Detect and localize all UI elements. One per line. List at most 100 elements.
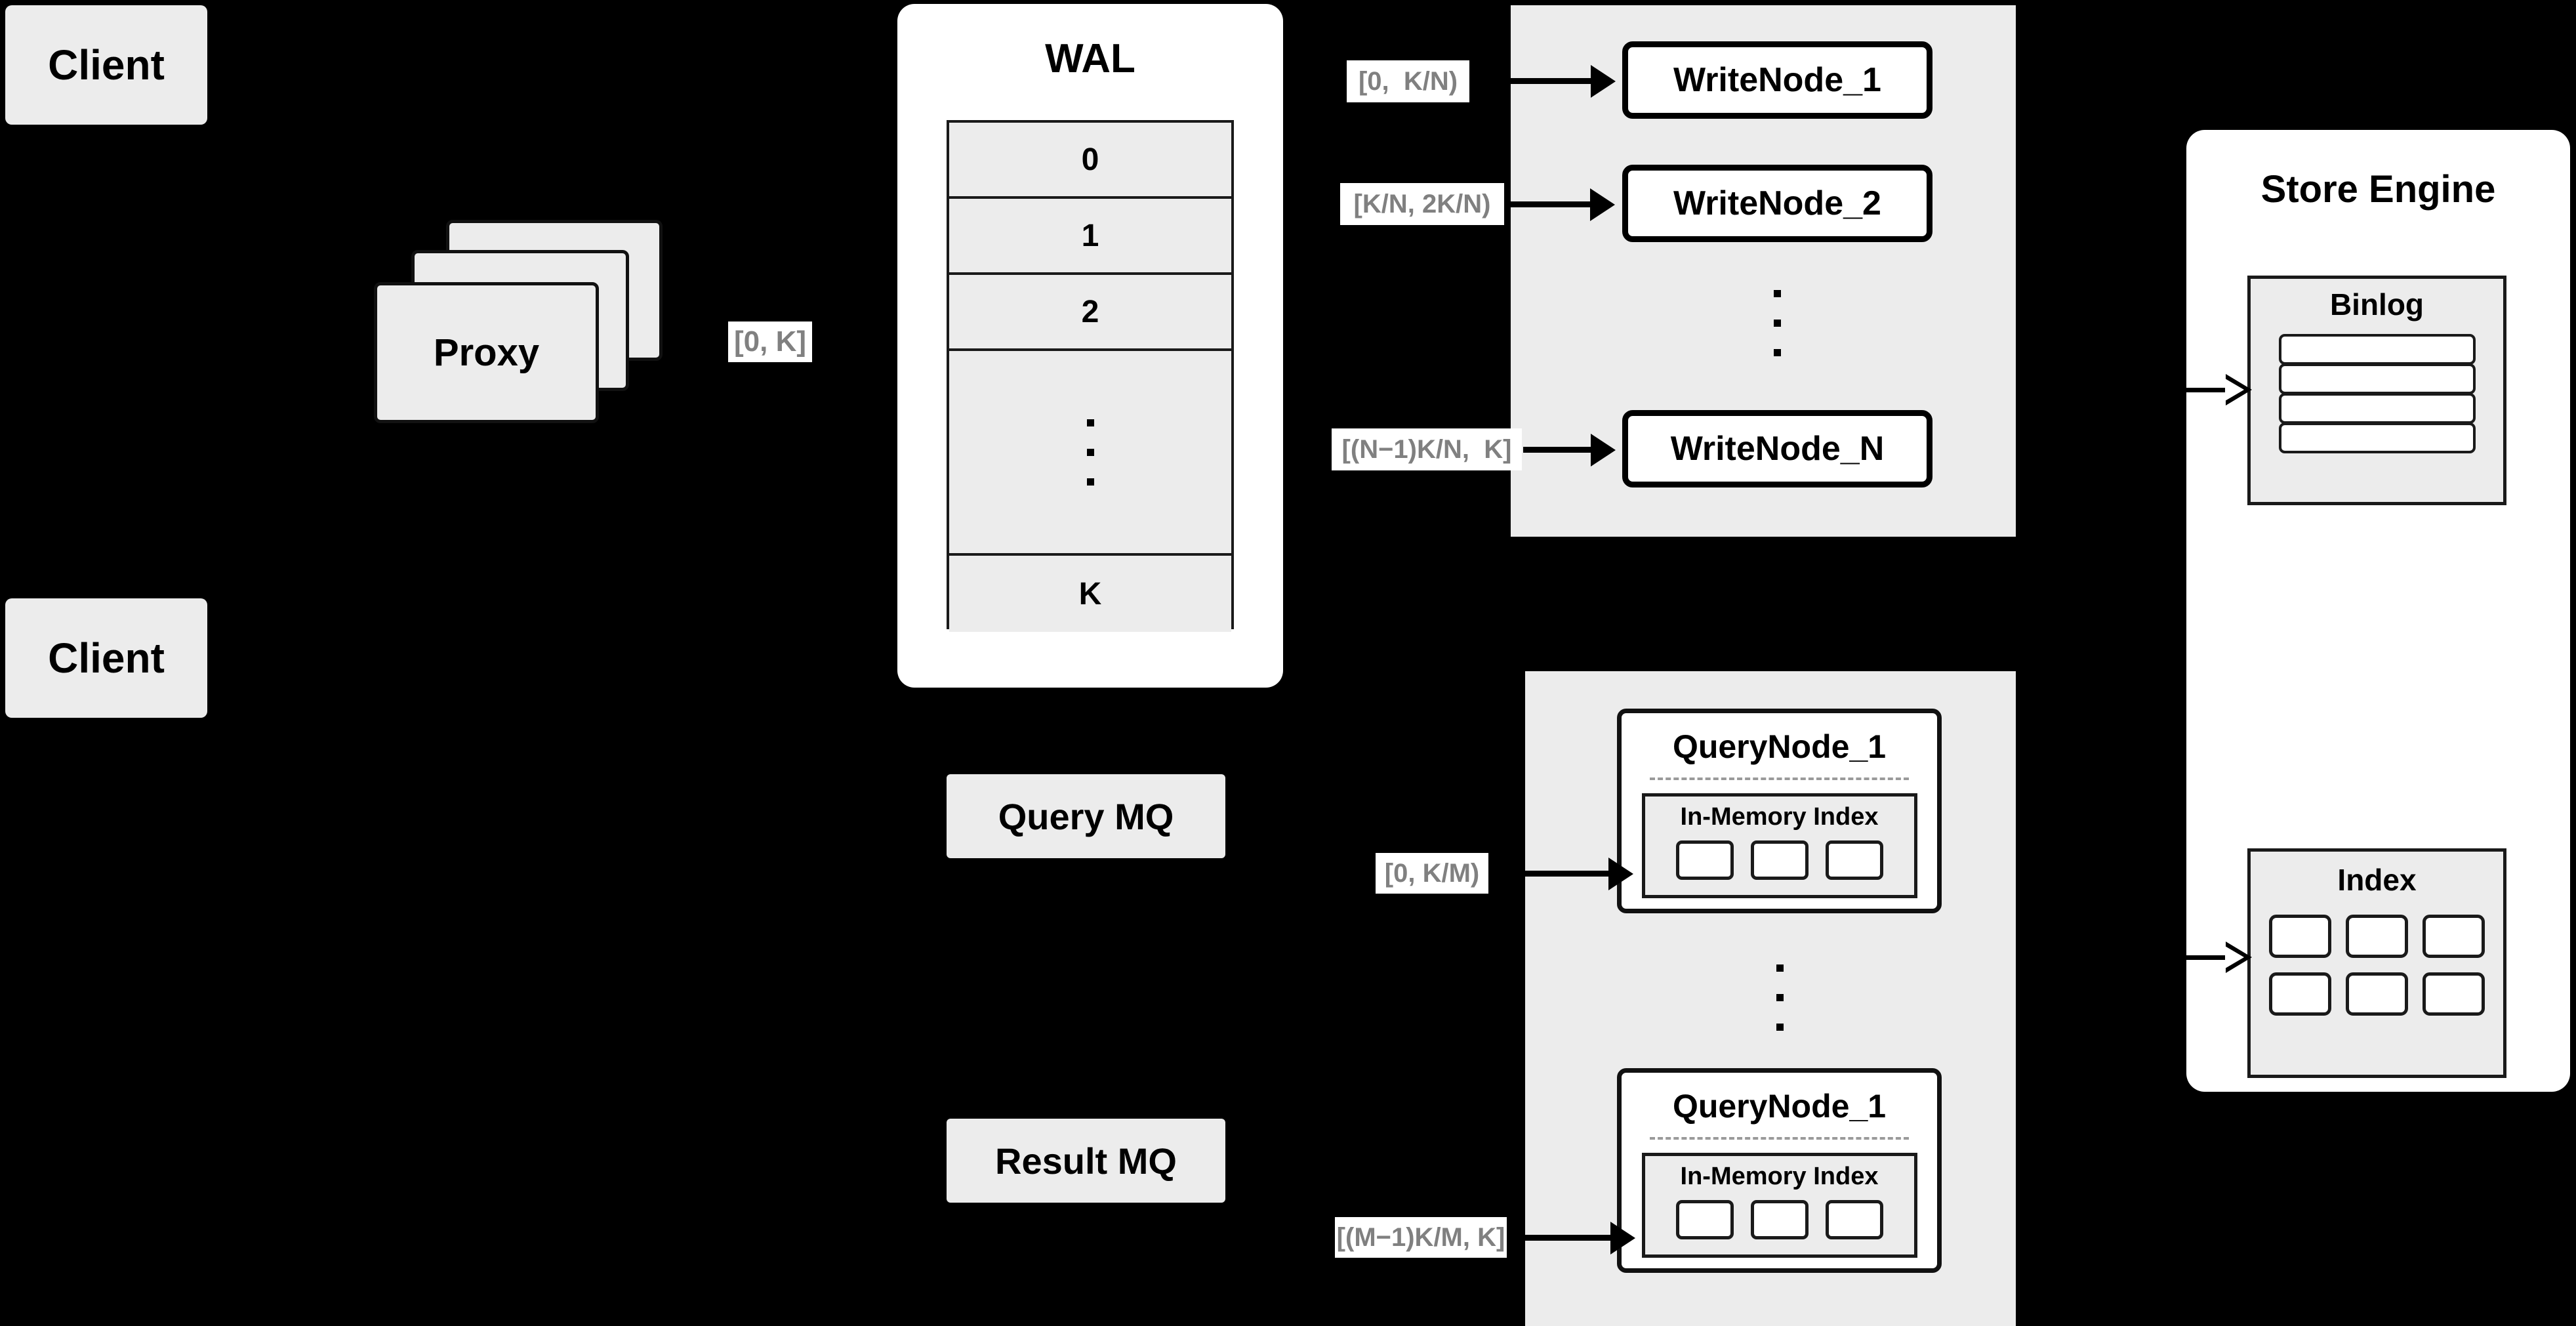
wal-title-text: WAL [1045, 35, 1135, 81]
client-label-1: Client [48, 41, 165, 89]
result-mq-box[interactable]: Result MQ [947, 1119, 1225, 1203]
write-node-1-label: WriteNode_1 [1673, 61, 1881, 99]
result-mq-label: Result MQ [995, 1140, 1177, 1182]
ellipsis-dot [1776, 994, 1784, 1001]
arrow-to-write-node-2 [1508, 186, 1626, 223]
wal-panel: WAL 0 1 2 K [897, 4, 1283, 688]
store-index-title: Index [2337, 862, 2416, 898]
range-text-0k: [0, K] [734, 325, 806, 358]
store-index-cell[interactable] [2423, 915, 2485, 958]
query-node-cluster: QueryNode_1 In-Memory Index [1525, 671, 2016, 1326]
index-cell[interactable] [1750, 1200, 1809, 1239]
wal-row-k: K [949, 556, 1231, 632]
binlog-bar[interactable] [2278, 393, 2476, 424]
arrow-to-query-node-1 [1497, 856, 1638, 892]
binlog-bar[interactable] [2278, 363, 2476, 394]
wal-row-0-text: 0 [1081, 142, 1099, 177]
client-box-1[interactable]: Client [5, 5, 207, 125]
wal-row-1-text: 1 [1081, 218, 1099, 253]
write-node-n-label: WriteNode_N [1670, 430, 1885, 468]
range-label-write-node-1-text: [0, K/N) [1358, 67, 1458, 96]
query-node-1-index-title-text: In-Memory Index [1680, 803, 1879, 831]
binlog-panel: Binlog [2247, 276, 2506, 505]
range-label-query-node-2: [(M−1)K/M, K] [1335, 1217, 1507, 1258]
proxy-stack[interactable]: Proxy [374, 210, 682, 440]
store-engine-panel: Store Engine Binlog Index [2186, 130, 2570, 1092]
binlog-bar[interactable] [2278, 423, 2476, 453]
store-index-cell[interactable] [2346, 915, 2408, 958]
query-node-2-separator [1650, 1137, 1909, 1140]
ellipsis-dot [1776, 1024, 1784, 1031]
store-index-title-text: Index [2337, 863, 2417, 897]
binlog-title-text: Binlog [2329, 287, 2424, 321]
range-label-write-node-1: [0, K/N) [1347, 60, 1469, 102]
range-label-write-node-2-text: [K/N, 2K/N) [1353, 190, 1491, 218]
query-node-ellipsis-dots [1765, 943, 1795, 1052]
arrow-to-store-index [2186, 942, 2285, 974]
query-node-2-in-memory-index: In-Memory Index [1641, 1153, 1917, 1258]
ellipsis-dot [1776, 964, 1784, 972]
query-node-1[interactable]: QueryNode_1 In-Memory Index [1617, 709, 1942, 913]
wal-row-1: 1 [949, 199, 1231, 275]
range-label-query-node-2-text: [(M−1)K/M, K] [1336, 1223, 1505, 1252]
wal-row-k-text: K [1078, 576, 1102, 611]
arrow-to-binlog [2186, 374, 2285, 407]
wal-title: WAL [897, 35, 1283, 81]
query-node-2-index-title: In-Memory Index [1681, 1163, 1879, 1191]
query-node-1-in-memory-index: In-Memory Index [1641, 793, 1917, 898]
index-cell[interactable] [1675, 1200, 1734, 1239]
wal-row-2-text: 2 [1081, 294, 1099, 329]
range-label-query-node-1-text: [0, K/M) [1384, 859, 1480, 888]
arrow-to-write-node-1 [1489, 63, 1624, 100]
index-cell[interactable] [1750, 840, 1809, 880]
ellipsis-dot [1086, 419, 1094, 426]
store-index-cell[interactable] [2346, 972, 2408, 1016]
arrow-to-query-node-2 [1512, 1220, 1640, 1256]
index-cell[interactable] [1825, 840, 1883, 880]
query-node-2-index-title-text: In-Memory Index [1680, 1163, 1879, 1190]
index-cell[interactable] [1825, 1200, 1883, 1239]
range-label-write-node-2: [K/N, 2K/N) [1340, 183, 1504, 225]
query-node-1-index-cells [1675, 840, 1883, 880]
query-node-2-title-text: QueryNode_1 [1672, 1088, 1887, 1125]
write-node-n[interactable]: WriteNode_N [1622, 410, 1932, 487]
store-index-cell[interactable] [2269, 915, 2331, 958]
range-label-query-node-1: [0, K/M) [1376, 853, 1488, 894]
write-node-2[interactable]: WriteNode_2 [1622, 165, 1932, 242]
query-mq-label: Query MQ [998, 795, 1174, 837]
query-node-1-title-text: QueryNode_1 [1672, 728, 1887, 765]
range-label-proxy-to-wal: [0, K/N) [0, K] [728, 321, 812, 362]
proxy-label: Proxy [433, 331, 540, 374]
ellipsis-dot [1086, 448, 1094, 456]
range-label-write-node-n-text: [(N−1)K/N, K] [1341, 435, 1512, 464]
query-mq-box[interactable]: Query MQ [947, 774, 1225, 858]
index-cell[interactable] [1675, 840, 1734, 880]
wal-row-2: 2 [949, 275, 1231, 351]
ellipsis-dot [1773, 319, 1781, 327]
arrow-to-write-node-n [1523, 432, 1628, 468]
query-node-1-separator [1650, 777, 1909, 780]
ellipsis-dot [1773, 348, 1781, 356]
store-engine-title: Store Engine [2186, 166, 2570, 212]
binlog-bar[interactable] [2278, 334, 2476, 365]
write-node-1[interactable]: WriteNode_1 [1622, 41, 1932, 119]
wal-row-ellipsis [949, 351, 1231, 556]
query-node-2-title: QueryNode_1 [1673, 1087, 1886, 1125]
store-index-cell[interactable] [2423, 972, 2485, 1016]
write-node-2-label: WriteNode_2 [1673, 184, 1881, 222]
client-box-2[interactable]: Client [5, 598, 207, 718]
client-label-2: Client [48, 634, 165, 682]
wal-row-0: 0 [949, 123, 1231, 199]
proxy-card-front[interactable]: Proxy [374, 282, 599, 423]
wal-ellipsis-dots [1086, 408, 1094, 497]
ellipsis-dot [1086, 478, 1094, 486]
store-index-cell[interactable] [2269, 972, 2331, 1016]
store-index-panel: Index [2247, 848, 2506, 1078]
range-label-write-node-n: [(N−1)K/N, K] [1332, 428, 1522, 470]
write-node-ellipsis-dots [1762, 270, 1792, 375]
wal-table: 0 1 2 K [947, 120, 1234, 632]
query-node-2[interactable]: QueryNode_1 In-Memory Index [1617, 1068, 1942, 1273]
store-engine-title-text: Store Engine [2260, 167, 2496, 211]
binlog-title: Binlog [2330, 287, 2424, 322]
